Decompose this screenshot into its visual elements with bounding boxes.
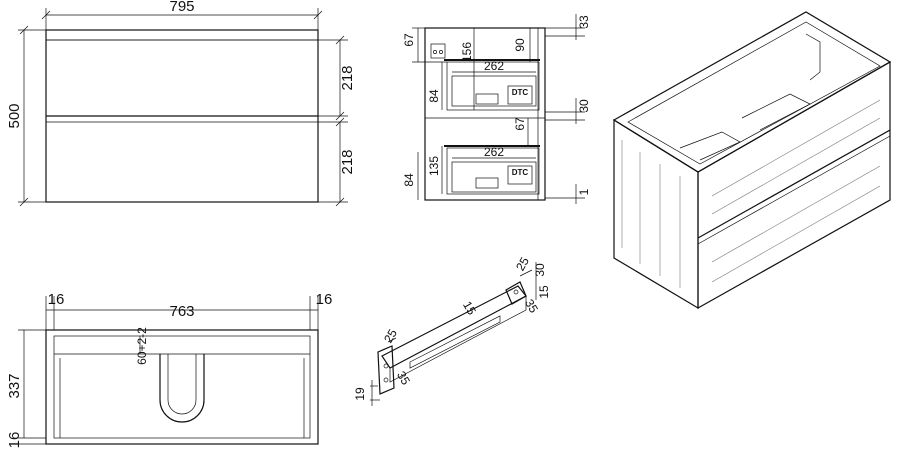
grain — [711, 165, 881, 263]
rail-side — [389, 295, 527, 383]
bottom-slide-mechanism — [475, 177, 499, 189]
top-drawer-inner — [451, 75, 537, 107]
tick — [335, 197, 345, 207]
iso-drawer-split — [697, 129, 891, 239]
tick — [19, 197, 29, 207]
iso-drawer-split-inner — [697, 135, 891, 245]
bracket-hole — [433, 50, 437, 54]
dim-67-top-label: 67 — [402, 33, 416, 47]
width-label: 795 — [169, 0, 194, 15]
height-label: 500 — [6, 103, 23, 128]
top-brand-text: DTC — [512, 88, 529, 97]
rail-dim-35-right: 35 — [522, 297, 541, 316]
iso-front-face — [697, 60, 891, 310]
top-view: 16 763 16 60+2-2 337 16 — [6, 291, 332, 448]
iso-wall-bracket — [805, 33, 821, 81]
dim-156-label: 156 — [460, 42, 474, 62]
dim-90-label: 90 — [513, 38, 527, 52]
dim-135-label: 135 — [427, 156, 441, 176]
left-margin-label: 16 — [48, 291, 65, 308]
grain — [711, 99, 881, 197]
tick — [335, 117, 345, 127]
rail-dim-35-left: 35 — [394, 369, 413, 388]
bottom-drawer-box — [446, 147, 540, 195]
rail-front-bracket — [377, 345, 395, 395]
rail-body — [381, 285, 527, 369]
rail-dim-15-right: 15 — [537, 285, 551, 299]
rail-end-bracket — [505, 281, 527, 305]
inner-width-label: 763 — [169, 303, 194, 320]
rail-dim-19: 19 — [353, 387, 367, 401]
drawer-bottom-height-label: 218 — [339, 149, 356, 174]
dim-leader — [387, 337, 397, 343]
right-margin-label: 16 — [316, 291, 333, 308]
wall-bracket — [430, 43, 446, 59]
top-rail — [45, 29, 319, 41]
tick — [313, 10, 323, 20]
iso-top-outline — [612, 11, 892, 173]
side-outline — [424, 27, 546, 201]
tick — [335, 35, 345, 45]
tick — [41, 10, 51, 20]
front-view: 795 500 218 218 — [6, 0, 356, 207]
grain — [711, 185, 881, 283]
rail-hole — [383, 363, 389, 369]
rail-detail: 25 30 15 35 15 25 19 35 — [353, 254, 551, 406]
plumbing-u-cutout — [159, 354, 205, 423]
rail-hole — [383, 377, 389, 383]
dim-1-label: 1 — [577, 188, 591, 195]
rail-dim-30: 30 — [533, 263, 547, 277]
isometric-view — [612, 11, 892, 310]
drawer-top-height-label: 218 — [339, 65, 356, 90]
plumbing-u-cutout-inner — [167, 354, 197, 415]
top-drawer-brand-plate — [507, 85, 533, 105]
side-section-view: DTC DTC 67 84 84 135 156 90 262 — [402, 14, 591, 204]
iso-back-panel — [741, 93, 811, 131]
dim-leader — [519, 269, 533, 277]
grain — [711, 117, 881, 215]
bracket-hole — [439, 50, 443, 54]
iso-inner-rim — [627, 21, 881, 165]
dim-262-bottom-label: 262 — [484, 145, 504, 159]
depth-label: 337 — [6, 373, 23, 398]
iso-side-face — [613, 118, 699, 310]
rail-dim-25-top: 25 — [513, 254, 532, 273]
bottom-margin-label: 16 — [6, 432, 23, 449]
bottom-drawer-brand-plate — [507, 165, 533, 185]
bottom-brand-text: DTC — [512, 168, 529, 177]
dim-30-label: 30 — [577, 99, 591, 113]
dim-67-mid-label: 67 — [513, 117, 527, 131]
top-view-outline — [45, 329, 319, 445]
rail-dim-15-mid: 15 — [460, 299, 479, 318]
rail-slot — [409, 315, 501, 369]
cutout-depth-label: 60+2-2 — [135, 327, 149, 365]
top-drawer-box — [446, 61, 540, 111]
dim-84-top-label: 84 — [427, 89, 441, 103]
rail-hole — [513, 289, 519, 295]
dim-262-top-label: 262 — [484, 59, 504, 73]
dim-84-bottom-label: 84 — [402, 173, 416, 187]
top-slide-mechanism — [475, 93, 499, 105]
dim-33-label: 33 — [577, 15, 591, 29]
tick — [19, 25, 29, 35]
top-view-inner — [53, 335, 311, 439]
tick — [335, 111, 345, 121]
bottom-drawer-inner — [451, 161, 537, 193]
rail-dim-25-left: 25 — [381, 326, 400, 345]
iso-plumbing-cutout — [679, 131, 741, 161]
